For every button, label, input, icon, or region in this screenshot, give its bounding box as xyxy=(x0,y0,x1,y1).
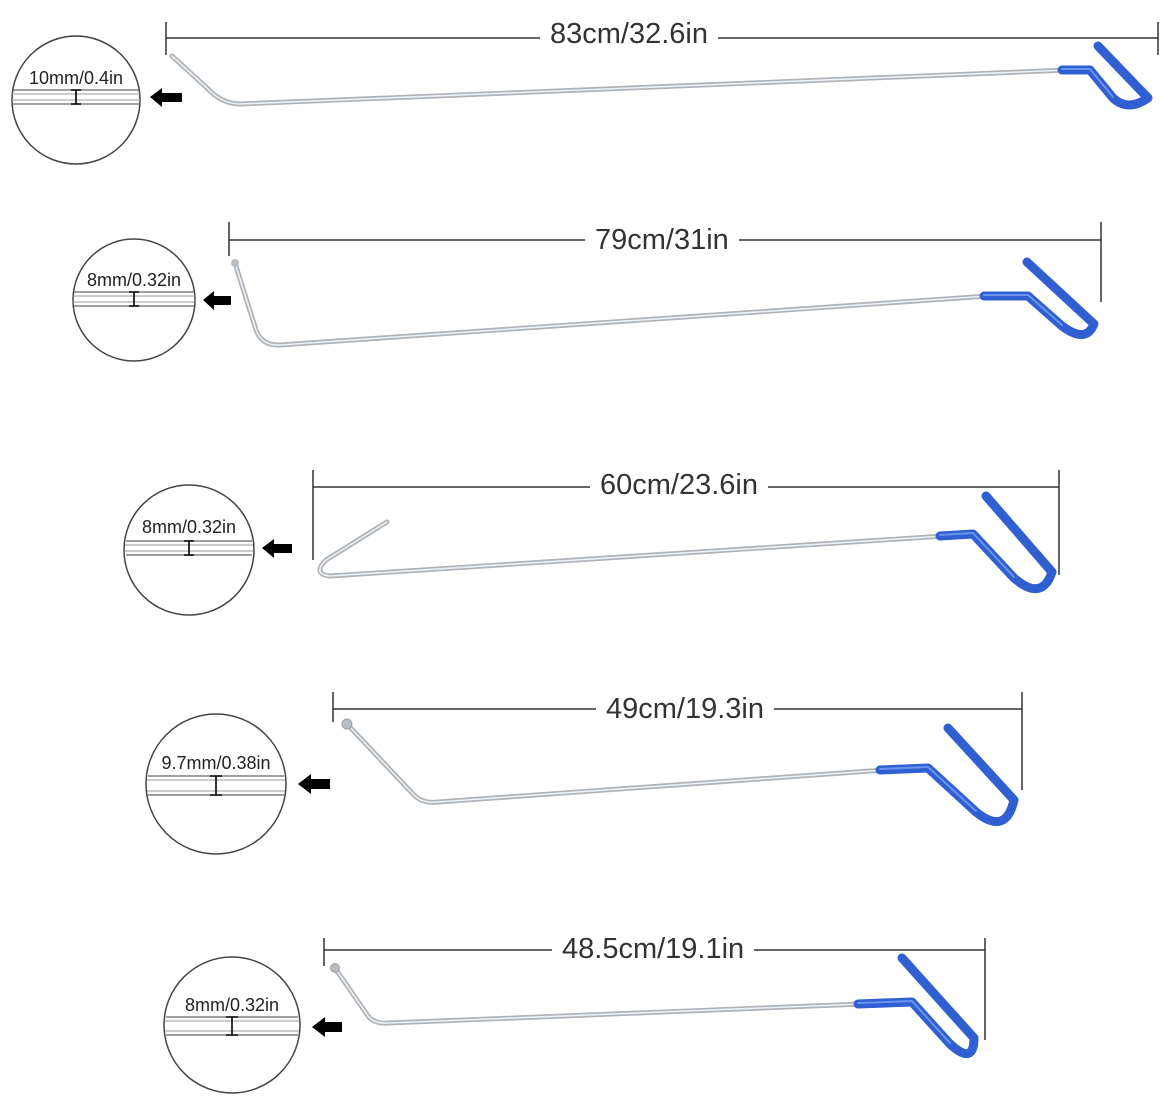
tool-1-rod xyxy=(169,53,1071,107)
tool-1-left-arrow-icon xyxy=(150,88,182,107)
tool-2-handle xyxy=(979,257,1099,339)
tool-3-handle xyxy=(935,491,1057,593)
tool-4-diameter-label: 9.7mm/0.38in xyxy=(161,753,271,773)
tool-1-diameter-label: 10mm/0.4in xyxy=(28,68,124,88)
tool-4-length-label: 49cm/19.3in xyxy=(596,692,774,726)
tool-5-handle xyxy=(853,953,979,1058)
tool-2-zoom-circle-icon xyxy=(72,238,196,362)
tool-3-length-label: 60cm/23.6in xyxy=(590,468,768,502)
tool-4-handle xyxy=(875,723,1019,827)
tool-4-rod xyxy=(341,718,887,805)
tool-5-diameter-label: 8mm/0.32in xyxy=(184,995,280,1015)
tool-1-handle xyxy=(1057,41,1153,110)
tool-5-left-arrow-icon xyxy=(312,1017,342,1037)
tool-2-length-label: 79cm/31in xyxy=(585,223,739,257)
tool-2-diameter-label: 8mm/0.32in xyxy=(86,270,182,290)
tool-4-zoom-circle-icon xyxy=(145,713,287,855)
tool-3-diameter-label: 8mm/0.32in xyxy=(141,517,237,537)
tool-5-length-label: 48.5cm/19.1in xyxy=(552,932,755,966)
tool-3-rod xyxy=(317,519,947,579)
tool-1-length-label: 83cm/32.6in xyxy=(540,17,718,51)
tool-5-zoom-circle-icon xyxy=(163,956,301,1094)
tool-3-left-arrow-icon xyxy=(262,539,292,558)
tool-4-left-arrow-icon xyxy=(298,774,330,794)
tool-2-rod xyxy=(231,259,991,348)
tool-5-rod xyxy=(330,963,865,1026)
tool-2-left-arrow-icon xyxy=(203,291,231,310)
